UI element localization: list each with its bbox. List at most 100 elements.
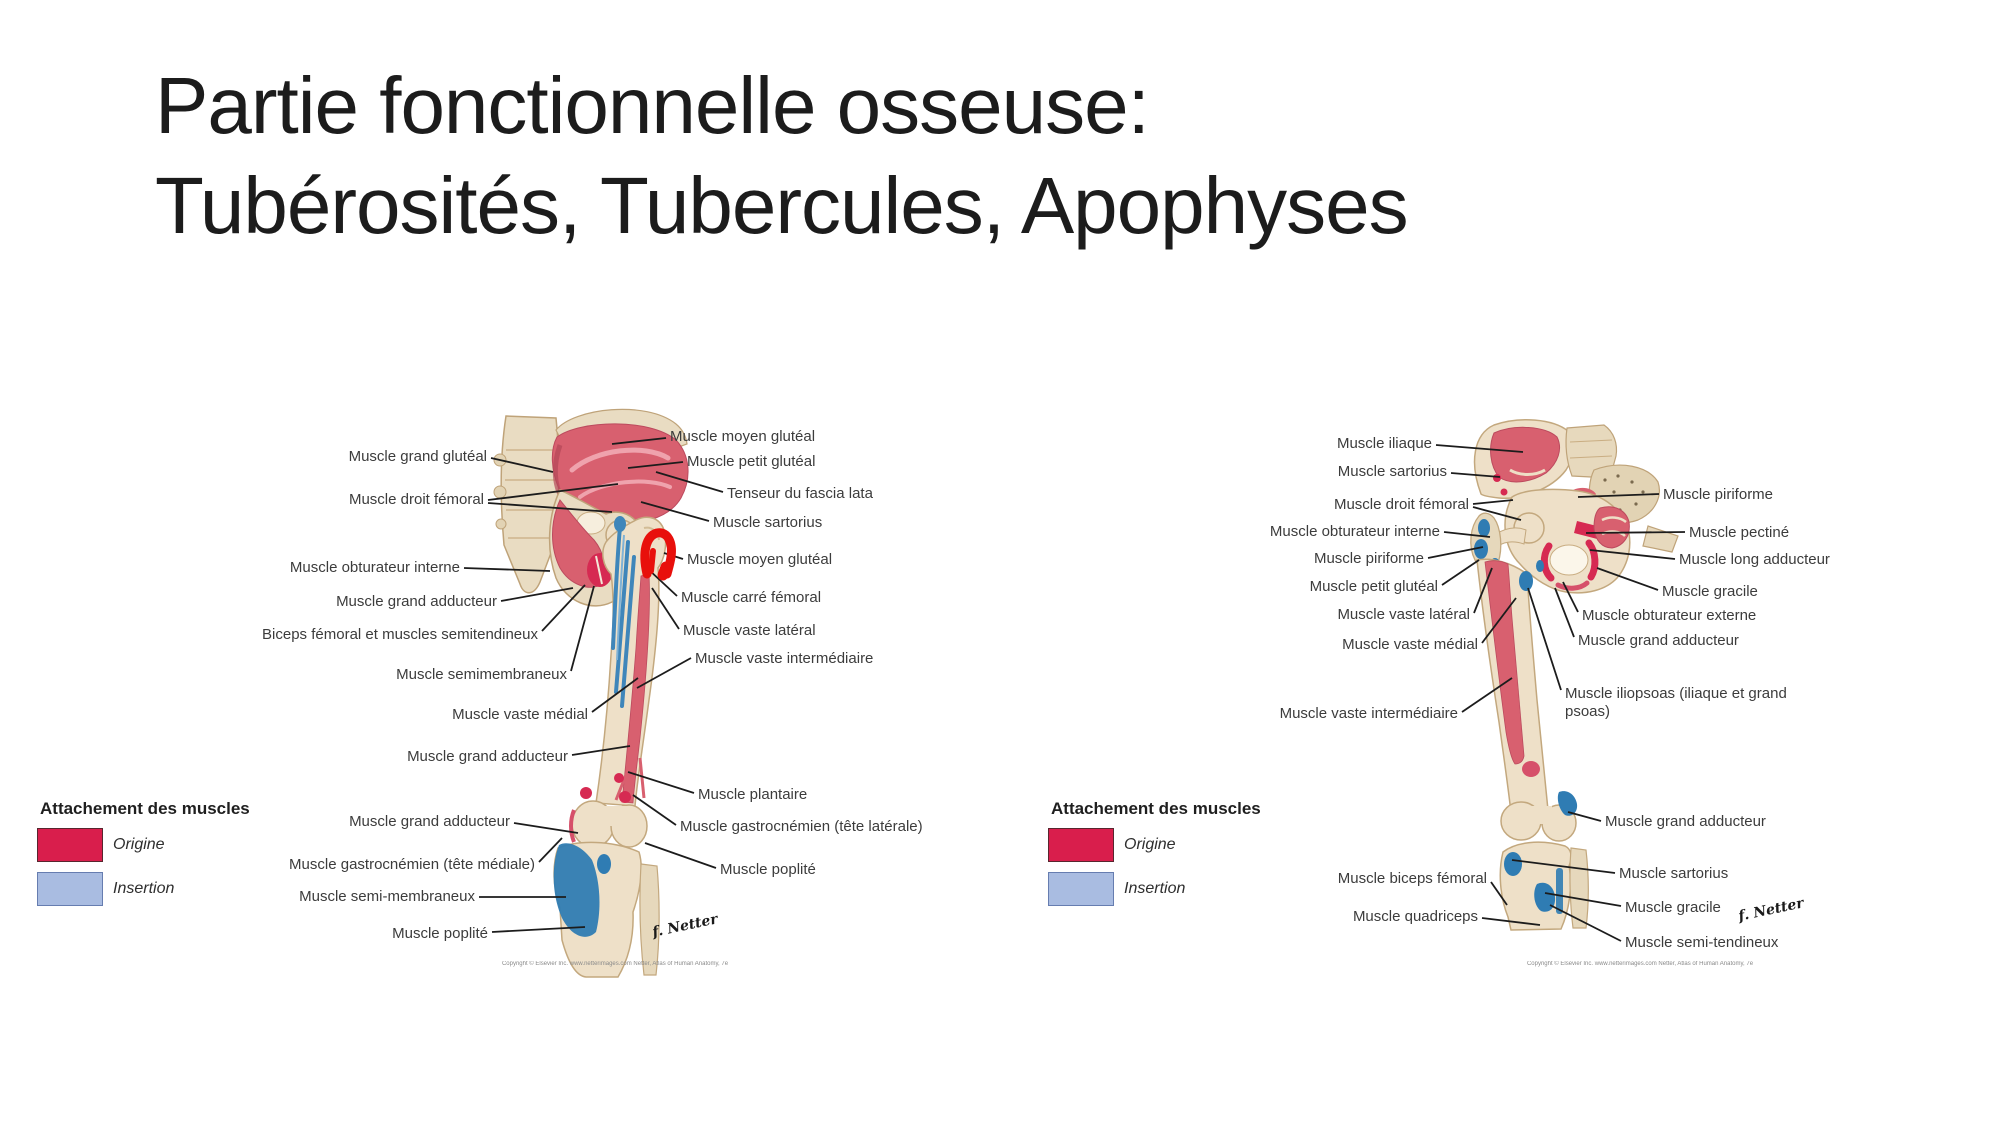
leader-line	[1544, 892, 1622, 907]
leader-line	[490, 457, 554, 473]
muscle-label: Muscle quadriceps	[1352, 908, 1478, 925]
leader-line	[1427, 546, 1484, 559]
leader-lines	[463, 437, 1686, 942]
leader-line	[1554, 587, 1575, 638]
leader-line	[1511, 859, 1616, 874]
muscle-label: Muscle poplité	[392, 925, 488, 942]
leader-line	[1562, 581, 1579, 613]
leader-line	[1443, 531, 1491, 538]
muscle-label: Muscle iliaque	[1336, 435, 1432, 452]
annotation-squiggle	[640, 528, 676, 581]
legend-title: Attachement des muscles	[1051, 799, 1261, 818]
leader-line	[570, 585, 595, 672]
origin-color-swatch	[37, 828, 103, 862]
insertion-color-swatch	[37, 872, 103, 906]
muscle-label: Muscle poplité	[720, 861, 816, 878]
muscle-label: Muscle vaste médial	[1342, 636, 1478, 653]
insertion-label: Insertion	[113, 880, 175, 897]
muscle-label: Muscle grand adducteur	[1605, 813, 1766, 830]
muscle-label: Muscle obturateur interne	[289, 559, 460, 576]
insertion-label: Insertion	[1124, 880, 1186, 897]
leader-line	[1596, 567, 1659, 591]
muscle-label: Muscle vaste médial	[452, 706, 588, 723]
muscle-label: Muscle biceps fémoral	[1337, 870, 1487, 887]
leader-line	[636, 657, 692, 689]
muscle-label: Muscle sartorius	[1619, 865, 1729, 882]
leader-line	[1481, 597, 1517, 644]
muscle-label: Muscle obturateur interne	[1269, 523, 1440, 540]
muscle-label: Muscle piriforme	[1663, 486, 1774, 503]
muscle-label: Muscle vaste latéral	[1337, 606, 1470, 623]
leader-line	[651, 587, 680, 630]
legend-right: Attachement des muscles Origine Insertio…	[1048, 799, 1298, 911]
muscle-label: Muscle carré fémoral	[681, 589, 822, 606]
leader-line	[1549, 904, 1622, 942]
leader-line	[632, 794, 677, 826]
muscle-label: Muscle grand adducteur	[407, 748, 568, 765]
muscle-label: Muscle gastrocnémien (tête latérale)	[680, 818, 923, 835]
leader-line	[1435, 444, 1524, 453]
muscle-label: Muscle long adducteur	[1679, 551, 1830, 568]
leader-line	[500, 587, 574, 602]
leader-line	[487, 502, 613, 513]
legend-title: Attachement des muscles	[40, 799, 250, 818]
muscle-label: Muscle vaste latéral	[683, 622, 816, 639]
muscle-label: Muscle gracile	[1662, 583, 1758, 600]
leader-line	[541, 584, 586, 632]
leader-line	[1472, 506, 1522, 521]
muscle-label: Muscle sartorius	[1337, 463, 1447, 480]
posterior-femur-illustration	[493, 408, 689, 978]
muscle-label: Muscle plantaire	[698, 786, 808, 803]
leader-line	[627, 771, 695, 794]
muscle-label: Muscle grand adducteur	[1578, 632, 1739, 649]
muscle-label: Muscle grand glutéal	[348, 448, 487, 465]
muscle-label: Muscle moyen glutéal	[687, 551, 833, 568]
legend-left: Attachement des muscles Origine Insertio…	[37, 799, 287, 911]
origin-label: Origine	[113, 836, 165, 853]
copyright-line: Copyright © Elsevier Inc. www.netterimag…	[1526, 961, 1754, 967]
leader-line	[1577, 493, 1660, 498]
leader-line	[1527, 587, 1562, 691]
leader-line	[1450, 472, 1501, 478]
leader-line	[538, 837, 563, 863]
leader-line	[1441, 559, 1480, 586]
leader-line	[1481, 917, 1541, 926]
leader-line	[1461, 677, 1513, 713]
insertion-color-swatch	[1048, 872, 1114, 906]
leader-line	[1472, 499, 1514, 505]
muscle-label: Muscle semi-membraneux	[299, 888, 475, 905]
leader-line	[1473, 567, 1493, 614]
leader-line	[1567, 811, 1602, 822]
muscle-label: Muscle obturateur externe	[1582, 607, 1757, 624]
origin-color-swatch	[1048, 828, 1114, 862]
leader-line	[463, 567, 551, 572]
muscle-label: Biceps fémoral et muscles semitendineux	[262, 626, 538, 643]
muscle-label: Muscle gastrocnémien (tête médiale)	[289, 856, 535, 873]
leader-line	[655, 471, 724, 493]
leader-line	[1589, 549, 1676, 560]
leader-line	[591, 677, 639, 713]
muscle-label: Muscle semimembraneux	[396, 666, 567, 683]
muscle-label: Muscle moyen glutéal	[670, 428, 816, 445]
muscle-label: Muscle petit glutéal	[687, 453, 816, 470]
muscle-label: Muscle petit glutéal	[1309, 578, 1438, 595]
leader-line	[513, 822, 579, 834]
muscle-label: Muscle iliopsoas (iliaque et grand psoas…	[1565, 685, 1787, 720]
muscle-label: Muscle sartorius	[713, 514, 823, 531]
origin-label: Origine	[1124, 836, 1176, 853]
muscle-label: Muscle droit fémoral	[348, 491, 484, 508]
muscle-label: Muscle semi-tendineux	[1625, 934, 1779, 951]
leader-line	[640, 501, 710, 522]
leader-line	[627, 461, 684, 469]
leader-line	[491, 926, 586, 933]
leader-line	[644, 842, 717, 869]
muscle-label: Tenseur du fascia lata	[727, 485, 873, 502]
muscle-label: Muscle gracile	[1625, 899, 1721, 916]
page-title: Partie fonctionnelle osseuse: Tubérosité…	[155, 56, 1409, 256]
title-line-1: Partie fonctionnelle osseuse:	[155, 61, 1150, 150]
leader-line	[571, 745, 631, 756]
muscle-label: Muscle grand adducteur	[336, 593, 497, 610]
leader-line	[1490, 881, 1508, 906]
